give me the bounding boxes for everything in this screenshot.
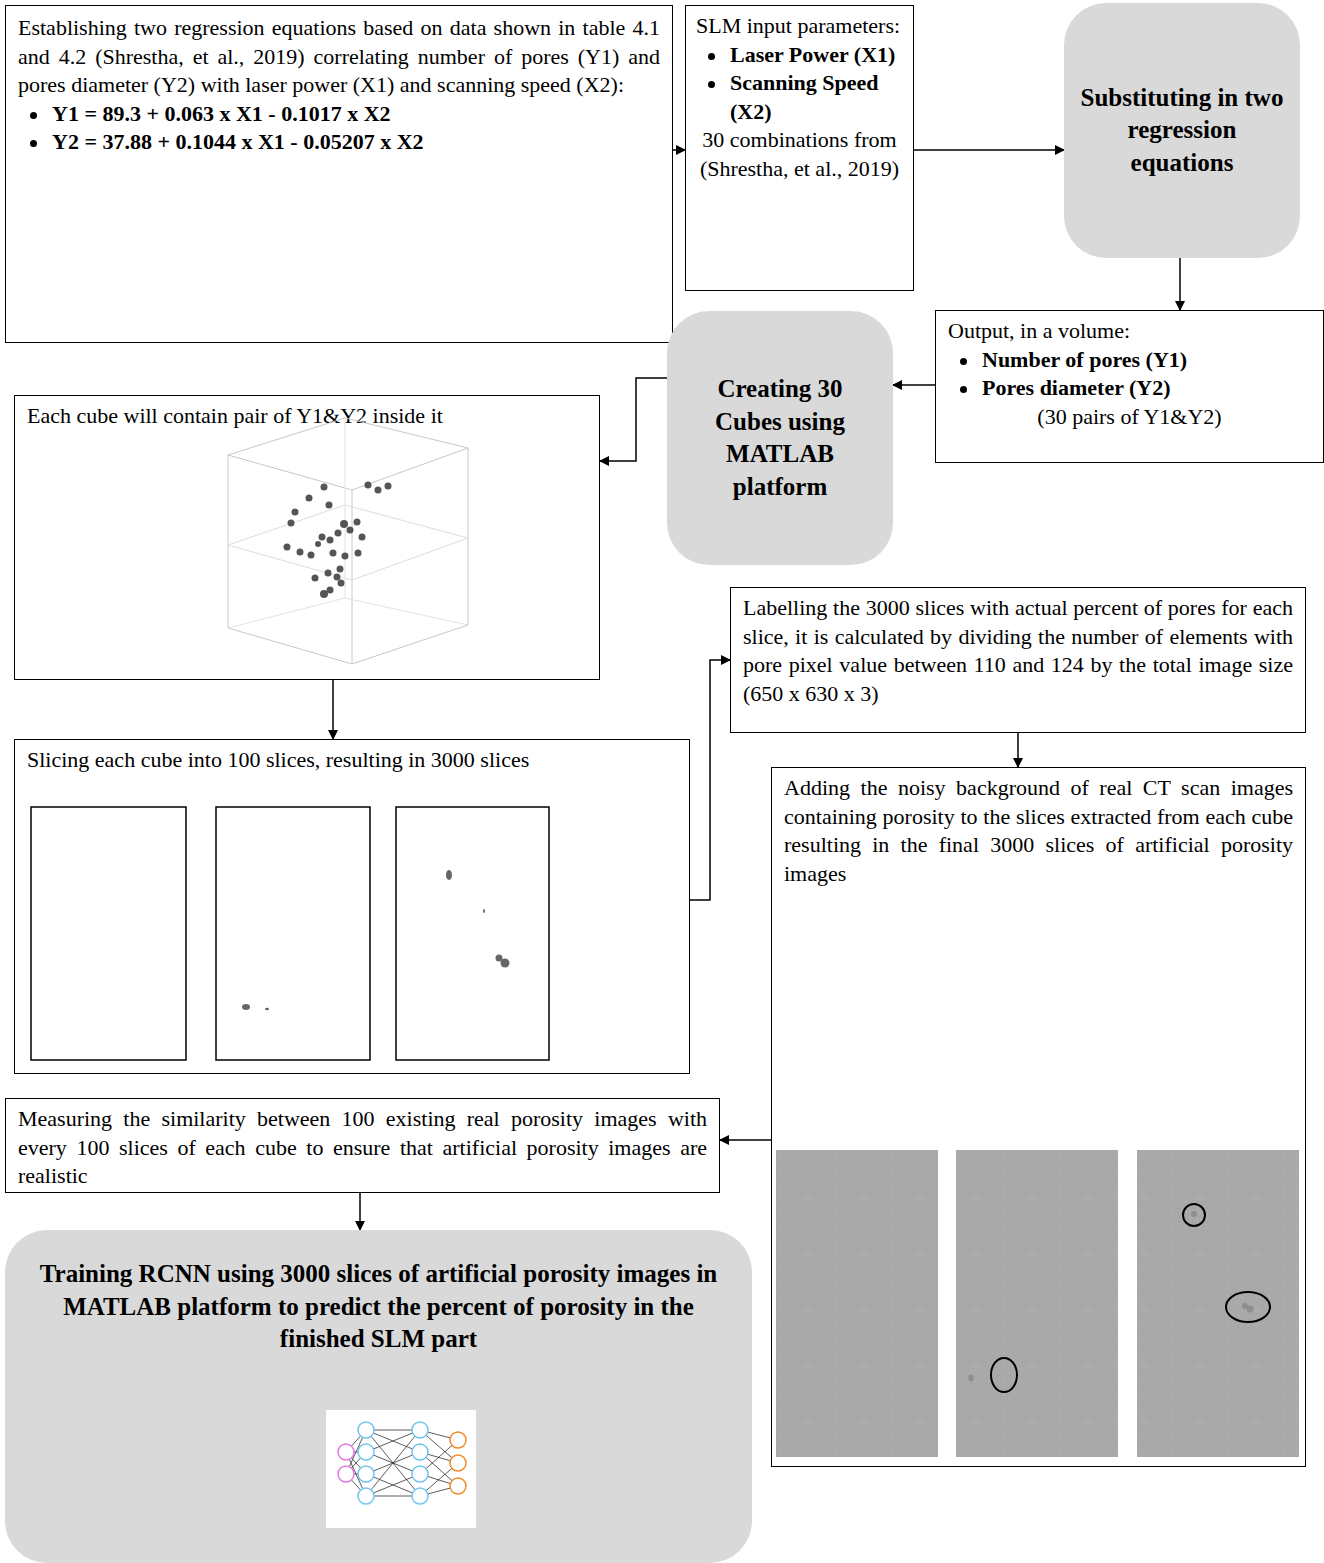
- process-box: Output, in a volume:Number of pores (Y1)…: [935, 310, 1324, 463]
- bullet-item: Number of pores (Y1): [948, 346, 1311, 375]
- process-box: Labelling the 3000 slices with actual pe…: [730, 587, 1306, 733]
- cube-illustration: [228, 418, 468, 664]
- bullet-dot: [708, 53, 715, 60]
- slice-frames: [31, 807, 549, 1060]
- bullet-item: Laser Power (X1): [696, 41, 903, 70]
- flow-arrow: [914, 149, 1064, 151]
- box-text: Labelling the 3000 slices with actual pe…: [743, 594, 1293, 708]
- bullet-text: Pores diameter (Y2): [982, 374, 1311, 403]
- bullet-item: Pores diameter (Y2): [948, 374, 1311, 403]
- flow-arrow: [600, 378, 667, 461]
- bullet-text: Scanning Speed (X2): [730, 69, 903, 126]
- note-text: (30 pairs of Y1&Y2): [948, 403, 1311, 432]
- process-box: Each cube will contain pair of Y1&Y2 ins…: [14, 395, 600, 680]
- flow-arrow: [359, 1193, 361, 1230]
- process-rounded-box: Substituting in two regression equations: [1064, 3, 1300, 258]
- bullet-item: Y2 = 37.88 + 0.1044 x X1 - 0.05207 x X2: [18, 128, 660, 157]
- bullet-text: Number of pores (Y1): [982, 346, 1311, 375]
- box-text: Establishing two regression equations ba…: [18, 14, 660, 100]
- box-text: Substituting in two regression equations: [1078, 82, 1286, 180]
- bullet-text: Laser Power (X1): [730, 41, 903, 70]
- flow-arrow: [673, 149, 685, 151]
- flow-arrow: [332, 680, 334, 739]
- bullet-dot: [960, 386, 967, 393]
- box-text: Training RCNN using 3000 slices of artif…: [27, 1258, 730, 1356]
- box-text: Creating 30 Cubes using MATLAB platform: [681, 373, 879, 503]
- flow-arrow: [1179, 258, 1181, 310]
- box-text: Adding the noisy background of real CT s…: [784, 774, 1293, 888]
- process-box: Slicing each cube into 100 slices, resul…: [14, 739, 690, 1074]
- flow-arrow: [893, 384, 935, 386]
- bullet-text: Y1 = 89.3 + 0.063 x X1 - 0.1017 x X2: [52, 100, 660, 129]
- box-text: Output, in a volume:: [948, 317, 1311, 346]
- process-box: Establishing two regression equations ba…: [5, 5, 673, 343]
- note-text: 30 combinations from (Shrestha, et al., …: [696, 126, 903, 183]
- flow-arrow: [690, 660, 730, 900]
- bullet-dot: [30, 140, 37, 147]
- pore-dots: [284, 482, 392, 599]
- box-text: SLM input parameters:: [696, 12, 903, 41]
- box-text: Each cube will contain pair of Y1&Y2 ins…: [27, 402, 587, 431]
- process-box: Adding the noisy background of real CT s…: [771, 767, 1306, 1467]
- box-text: Measuring the similarity between 100 exi…: [18, 1105, 707, 1191]
- bullet-dot: [708, 81, 715, 88]
- bullet-item: Scanning Speed (X2): [696, 69, 903, 126]
- noisy-ct-images: [776, 1150, 1299, 1457]
- bullet-text: Y2 = 37.88 + 0.1044 x X1 - 0.05207 x X2: [52, 128, 660, 157]
- bullet-item: Y1 = 89.3 + 0.063 x X1 - 0.1017 x X2: [18, 100, 660, 129]
- bullet-dot: [30, 112, 37, 119]
- flow-arrow: [1017, 733, 1019, 767]
- bullet-dot: [960, 358, 967, 365]
- slice-pores: [242, 870, 510, 1010]
- flow-arrow: [720, 1139, 771, 1141]
- process-box: Measuring the similarity between 100 exi…: [5, 1098, 720, 1193]
- process-rounded-box: Creating 30 Cubes using MATLAB platform: [667, 311, 893, 565]
- box-text: Slicing each cube into 100 slices, resul…: [27, 746, 677, 775]
- process-rounded-box: Training RCNN using 3000 slices of artif…: [5, 1230, 752, 1563]
- process-box: SLM input parameters:Laser Power (X1)Sca…: [685, 5, 914, 291]
